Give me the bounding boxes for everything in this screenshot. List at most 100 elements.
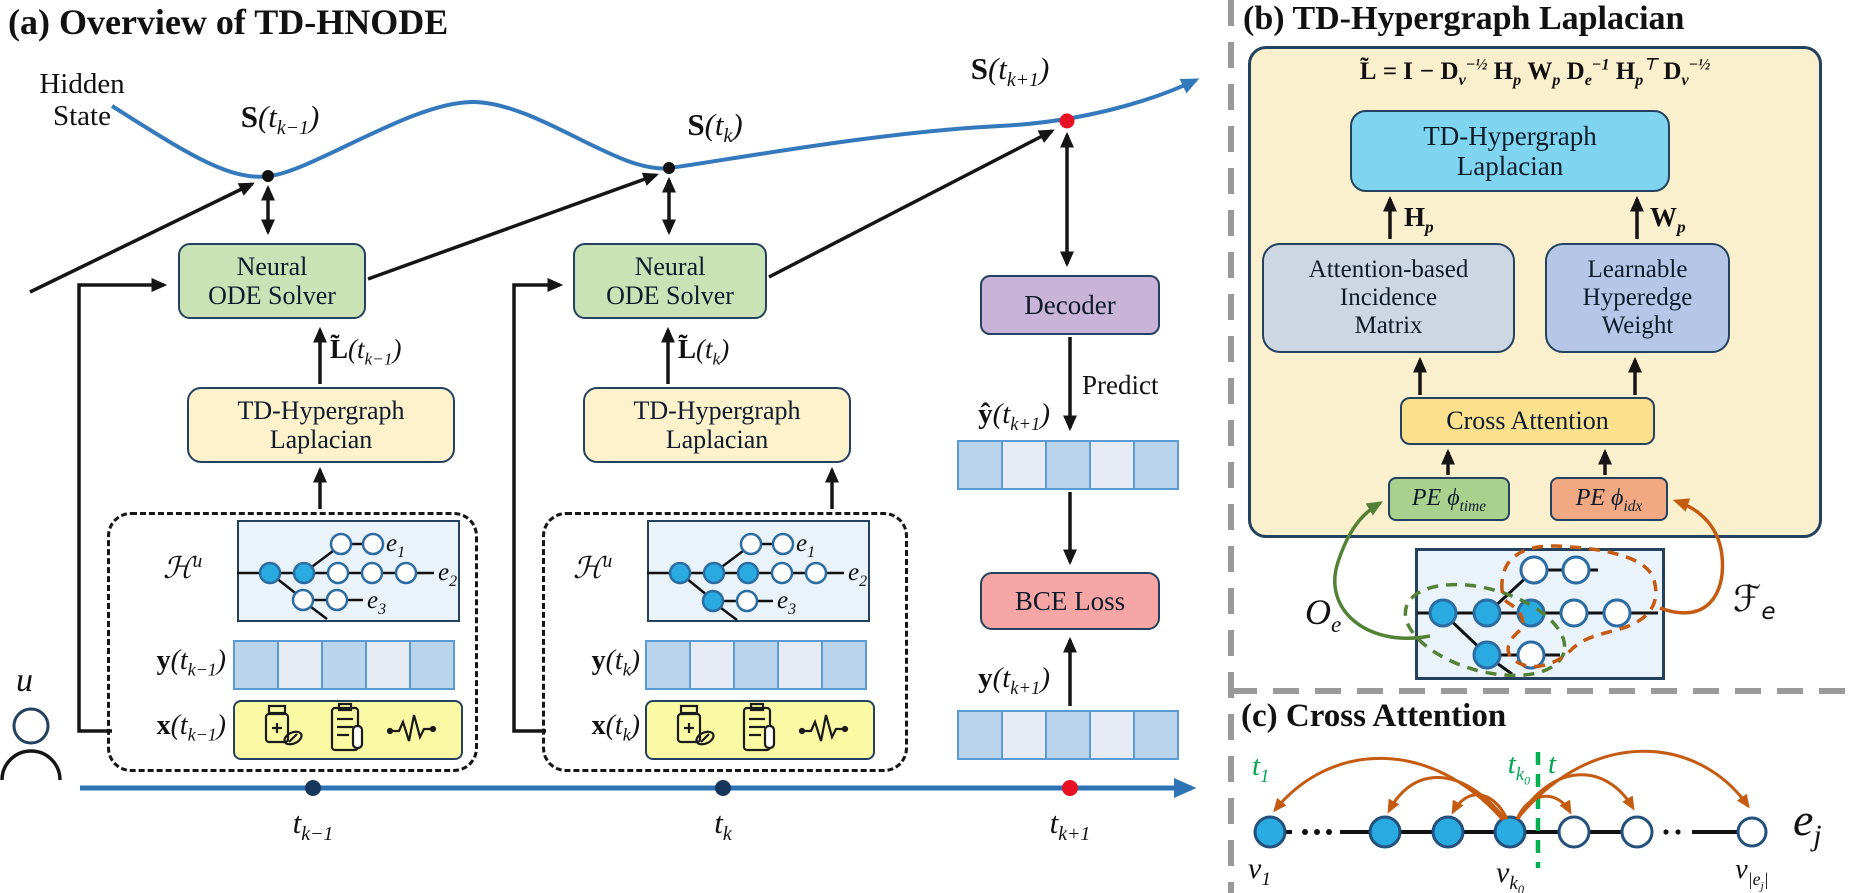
y-hat-vector [957, 440, 1179, 490]
td-laplacian-box-2: TD-Hypergraph Laplacian [583, 387, 851, 463]
x-covariates-box-curr [645, 700, 875, 760]
timeline-dot-curr [715, 780, 731, 796]
w-p-label: Wp [1650, 202, 1686, 237]
td-laplacian-label-1: TD-Hypergraph Laplacian [237, 395, 405, 454]
vector-cell [277, 640, 323, 690]
decoder-label: Decoder [1024, 289, 1116, 320]
hyperedge-label-e1-prev: e1 [386, 530, 406, 561]
panel-c-title: (c) Cross Attention [1241, 698, 1507, 734]
e-j-label: ej [1793, 794, 1822, 853]
pe-idx-box: PE ϕidx [1550, 477, 1668, 521]
neural-ode-solver-box-1: Neural ODE Solver [178, 243, 366, 319]
t-first-label: t1 [1252, 750, 1270, 787]
td-laplacian-result-box: TD-Hypergraph Laplacian [1350, 110, 1670, 192]
incidence-matrix-box: Attention-based Incidence Matrix [1262, 243, 1515, 353]
x-label-prev: x(tk−1) [156, 710, 226, 745]
laplacian-formula: L̃ = I − Dv−½ Hp Wp De−1 Hp⊤ Dv−½ [1359, 56, 1711, 89]
panel-b-title: (b) TD-Hypergraph Laplacian [1243, 0, 1685, 37]
chain-nodes [1253, 815, 1768, 849]
person-icon [0, 707, 62, 781]
vector-cell [957, 440, 1003, 490]
vector-cell [1089, 710, 1135, 760]
predict-label: Predict [1082, 370, 1159, 400]
v-first-label: v1 [1248, 852, 1271, 890]
vector-cell [1133, 440, 1179, 490]
hypergraph-box-prev [237, 520, 460, 622]
timeline-tick-prev: tk−1 [292, 805, 334, 846]
hypergraph-symbol-prev: ℋu [163, 551, 203, 585]
hyperedge-weight-box: Learnable Hyperedge Weight [1545, 243, 1730, 353]
hyperedge-label-e2-prev: e2 [438, 559, 458, 590]
y-label-prev: y(tk−1) [156, 645, 226, 680]
pe-idx-label: PE ϕidx [1575, 485, 1643, 516]
td-laplacian-result-label: TD-Hypergraph Laplacian [1423, 120, 1597, 182]
vector-cell [1133, 710, 1179, 760]
panel-a-title: (a) Overview of TD-HNODE [8, 2, 449, 42]
vector-cell [645, 640, 691, 690]
y-true-vector [957, 710, 1179, 760]
vector-cell [1045, 710, 1091, 760]
x-covariates-box-prev [233, 700, 463, 760]
cross-attention-box: Cross Attention [1400, 397, 1655, 445]
timeline-dot-next [1062, 780, 1078, 796]
future-set-label: ℱe [1733, 579, 1776, 626]
decoder-box: Decoder [980, 275, 1160, 335]
vector-cell [1089, 440, 1135, 490]
y-hat-label: ŷ(tk+1) [978, 398, 1050, 435]
vector-cell [733, 640, 779, 690]
timeline-dot-prev [305, 780, 321, 796]
bce-loss-label: BCE Loss [1014, 585, 1126, 616]
bce-loss-box: BCE Loss [980, 572, 1160, 630]
td-laplacian-box-1: TD-Hypergraph Laplacian [187, 387, 455, 463]
state-dot-curr [663, 162, 675, 174]
pe-time-label: PE ϕtime [1411, 485, 1487, 516]
timeline-tick-next: tk+1 [1049, 805, 1091, 846]
neural-ode-solver-label-1: Neural ODE Solver [208, 251, 336, 310]
t-now-label: t [1548, 748, 1557, 780]
vector-cell [321, 640, 367, 690]
hypergraph-box-b [1415, 548, 1665, 680]
v-last-label: v|ej| [1735, 854, 1769, 893]
y-vector-prev [233, 640, 455, 690]
state-label-curr: S(tk) [687, 107, 743, 148]
state-label-prev: S(tk−1) [240, 99, 320, 140]
user-label: u [16, 662, 33, 699]
neural-ode-solver-label-2: Neural ODE Solver [606, 251, 734, 310]
hyperedge-weight-label: Learnable Hyperedge Weight [1582, 255, 1693, 340]
laplacian-output-label-prev: L̃(tk−1) [330, 334, 402, 369]
vector-cell [1001, 440, 1047, 490]
vector-cell [689, 640, 735, 690]
hypergraph-box-curr [647, 520, 870, 622]
chain-ellipsis-dots [1302, 829, 1681, 835]
x-label-curr: x(tk) [591, 710, 640, 745]
hyperedge-label-e2-curr: e2 [848, 559, 868, 590]
vector-cell [1001, 710, 1047, 760]
cross-attention-label: Cross Attention [1446, 406, 1609, 436]
v-k0-label: vk0 [1496, 856, 1524, 893]
vector-cell [957, 710, 1003, 760]
y-true-label: y(tk+1) [978, 662, 1050, 699]
laplacian-output-label-curr: L̃(tk) [678, 334, 730, 369]
timeline-tick-curr: tk [714, 805, 732, 846]
y-vector-curr [645, 640, 867, 690]
vector-cell [233, 640, 279, 690]
hyperedge-label-e3-curr: e3 [777, 587, 797, 618]
state-label-next: S(tk+1) [970, 51, 1050, 92]
vector-cell [1045, 440, 1091, 490]
state-dot-prev [262, 170, 274, 182]
h-p-label: Hp [1404, 202, 1434, 237]
vector-cell [777, 640, 823, 690]
incidence-matrix-label: Attention-based Incidence Matrix [1308, 255, 1469, 340]
state-dot-next [1059, 113, 1075, 129]
td-laplacian-label-2: TD-Hypergraph Laplacian [633, 395, 801, 454]
vector-cell [365, 640, 411, 690]
hypergraph-symbol-curr: ℋu [573, 551, 613, 585]
vector-cell [821, 640, 867, 690]
y-label-curr: y(tk) [591, 645, 640, 680]
neural-ode-solver-box-2: Neural ODE Solver [573, 243, 767, 319]
hyperedge-label-e3-prev: e3 [367, 587, 387, 618]
observed-set-label: Oe [1305, 592, 1342, 638]
vector-cell [409, 640, 455, 690]
hyperedge-label-e1-curr: e1 [796, 530, 816, 561]
